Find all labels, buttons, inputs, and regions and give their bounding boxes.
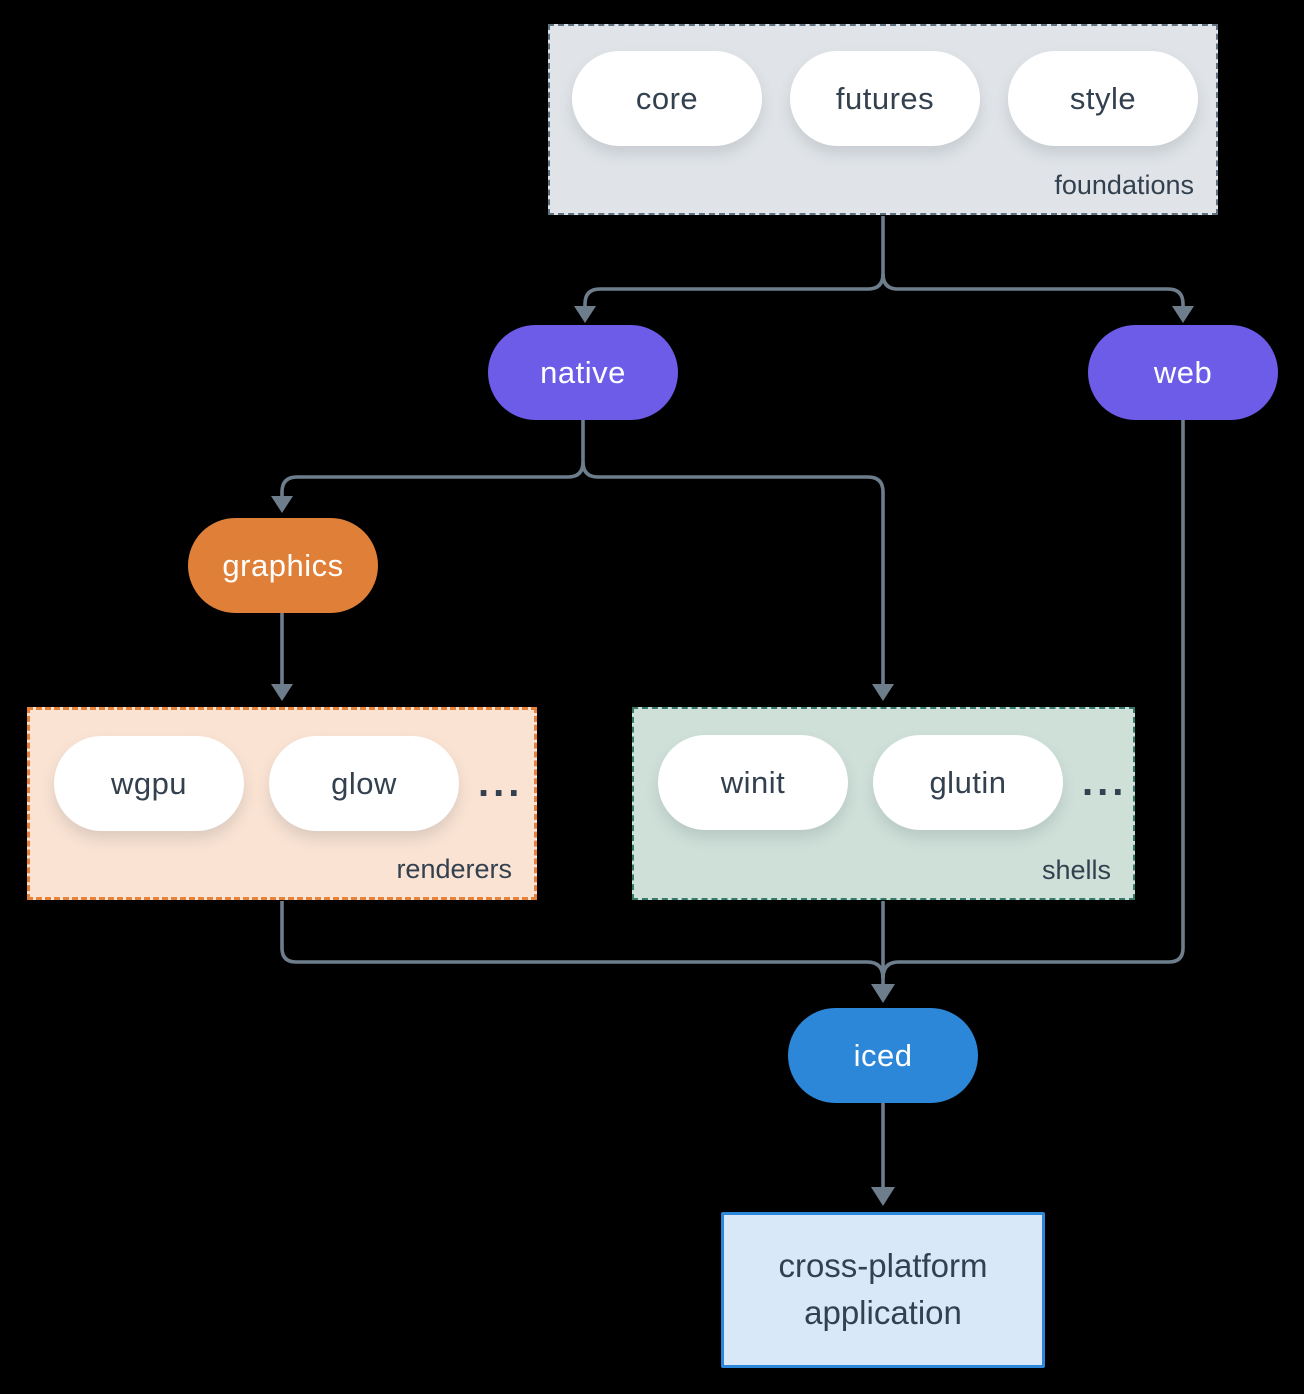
edge-native-shells (581, 461, 885, 687)
arrowhead-application (871, 1187, 895, 1206)
node-iced: iced (788, 1008, 978, 1103)
group-foundations: core futures style foundations (548, 24, 1218, 215)
arrowhead-iced (871, 984, 895, 1003)
edge-renderers-iced (280, 901, 885, 979)
node-glutin: glutin (873, 735, 1063, 830)
node-glow: glow (269, 736, 459, 831)
node-style: style (1008, 51, 1198, 146)
group-label-shells: shells (1041, 855, 1111, 885)
shells-ellipsis: ... (1082, 760, 1128, 804)
node-winit: winit (658, 735, 848, 830)
edge-foundations-web (881, 273, 1185, 309)
node-web: web (1088, 325, 1278, 420)
node-core: core (572, 51, 762, 146)
group-label-foundations: foundations (1054, 170, 1194, 200)
edge-native-graphics (280, 420, 585, 499)
edge-web-iced (881, 420, 1185, 979)
edge-foundations-native (583, 216, 885, 309)
arrowhead-shells (872, 684, 894, 701)
arrowhead-graphics (271, 496, 293, 513)
node-native: native (488, 325, 678, 420)
node-cross-platform-application: cross-platform application (721, 1212, 1045, 1368)
renderers-ellipsis: ... (478, 761, 524, 805)
group-shells: winit glutin ... shells (632, 707, 1135, 900)
node-wgpu: wgpu (54, 736, 244, 831)
node-graphics: graphics (188, 518, 378, 613)
group-renderers: wgpu glow ... renderers (27, 707, 537, 900)
arrowhead-native (574, 306, 596, 323)
node-futures: futures (790, 51, 980, 146)
arrowhead-renderers (271, 684, 293, 701)
group-label-renderers: renderers (396, 854, 512, 884)
arrowhead-web (1172, 306, 1194, 323)
